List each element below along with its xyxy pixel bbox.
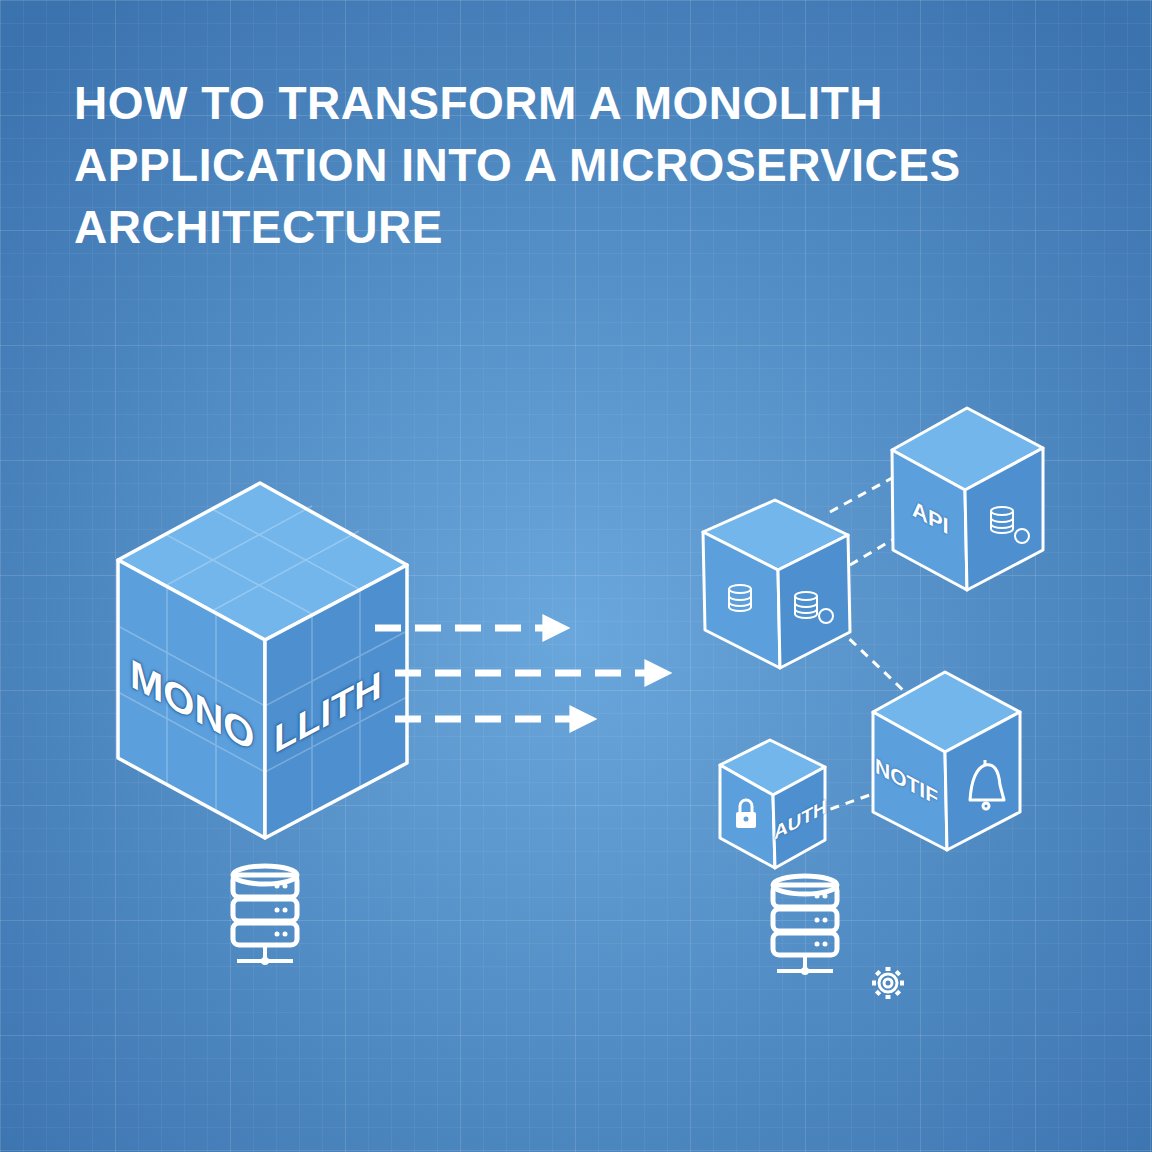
monolith-cube: MONOLLITH: [126, 679, 386, 738]
service-cube: API: [908, 501, 953, 535]
cube-label: API: [912, 495, 949, 541]
dashed-link: [831, 795, 871, 809]
service-cube: AUTH: [770, 805, 831, 835]
page-title: HOW TO TRANSFORM A MONOLITH APPLICATION …: [74, 72, 974, 258]
service-cube: NOTIF: [871, 766, 942, 798]
